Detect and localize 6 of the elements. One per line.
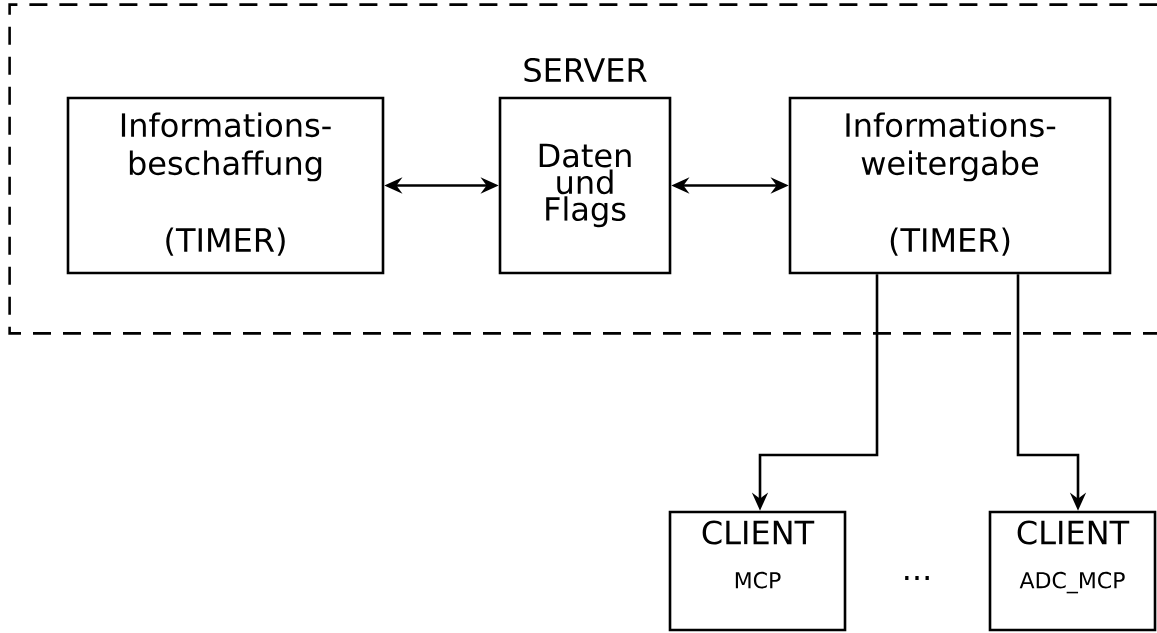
process-box: CLIENT ADC_MCP [988, 510, 1157, 632]
process-box: CLIENT MCP [668, 510, 847, 632]
process-box: Daten und Flags [498, 96, 672, 275]
process-box: Informations- beschaffung (TIMER) [66, 96, 385, 275]
process-box: Informations- weitergabe (TIMER) [788, 96, 1112, 275]
ellipsis: ... [905, 576, 929, 580]
